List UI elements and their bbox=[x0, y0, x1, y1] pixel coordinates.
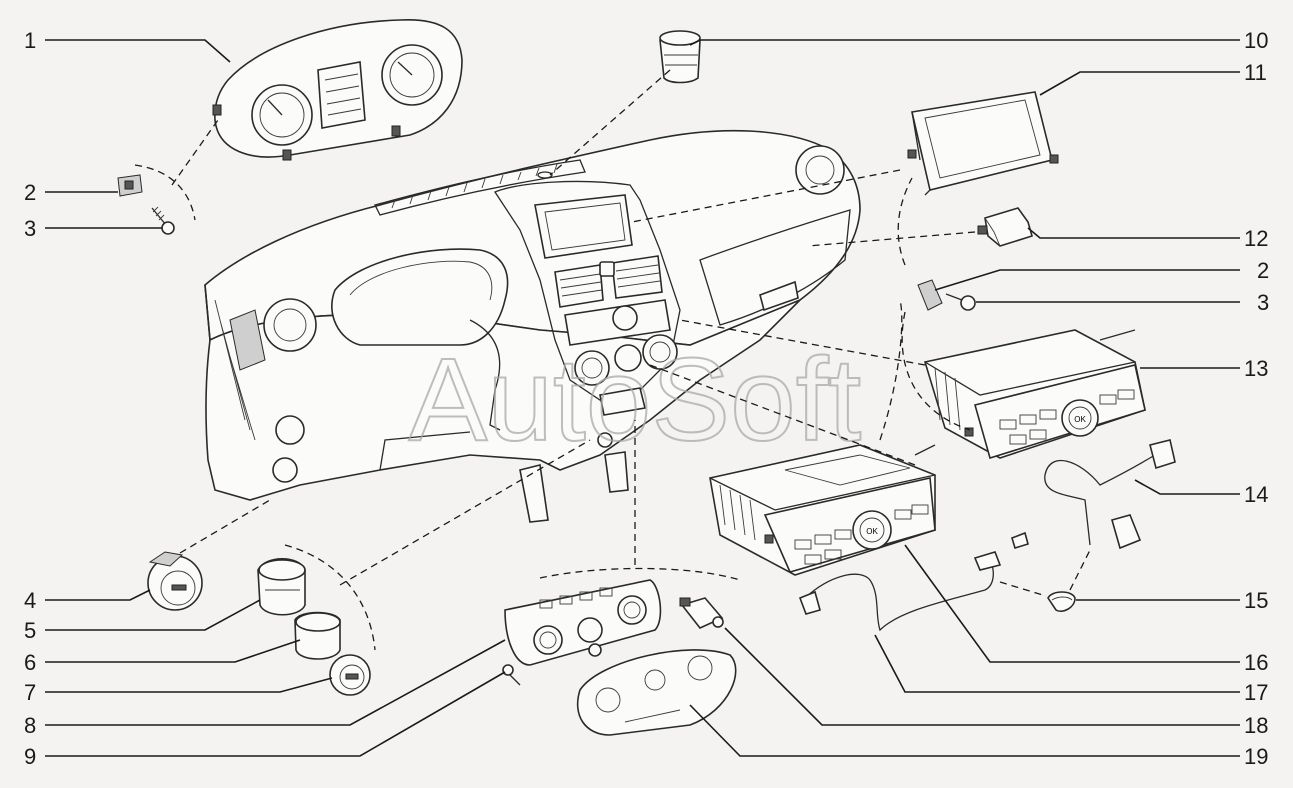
callout-6: 6 bbox=[24, 650, 36, 675]
callout-8: 8 bbox=[24, 713, 36, 738]
light-sensor bbox=[659, 30, 701, 84]
callout-9: 9 bbox=[24, 744, 36, 769]
callout-2-right: 2 bbox=[1257, 258, 1269, 283]
callout-14: 14 bbox=[1244, 482, 1268, 507]
ok-label-lower: OK bbox=[866, 527, 878, 536]
watermark: AutoSoft bbox=[409, 334, 862, 466]
callout-17: 17 bbox=[1244, 680, 1268, 705]
cable-harness bbox=[1044, 439, 1176, 550]
callout-2-left: 2 bbox=[24, 180, 36, 205]
ok-label-upper: OK bbox=[1074, 415, 1086, 424]
lighter-plug bbox=[329, 654, 371, 696]
callout-15: 15 bbox=[1244, 588, 1268, 613]
callout-13: 13 bbox=[1244, 356, 1268, 381]
callout-16: 16 bbox=[1244, 650, 1268, 675]
climate-control-panel bbox=[504, 579, 662, 666]
callout-7: 7 bbox=[24, 680, 36, 705]
callout-4: 4 bbox=[24, 588, 36, 613]
lighter-socket bbox=[294, 611, 341, 660]
callout-12: 12 bbox=[1244, 226, 1268, 251]
callout-numbers: 1 2 3 4 5 6 7 8 9 10 11 12 2 3 13 14 15 … bbox=[24, 28, 1269, 769]
dashboard-panel bbox=[204, 129, 861, 523]
callout-10: 10 bbox=[1244, 28, 1268, 53]
display-screen bbox=[907, 91, 1059, 196]
switch-connector bbox=[977, 207, 1033, 247]
instrument-cluster bbox=[212, 19, 463, 161]
cable-clip bbox=[1047, 591, 1076, 613]
screw-right bbox=[945, 293, 976, 311]
cigarette-lighter-housing bbox=[257, 558, 306, 616]
callout-11: 11 bbox=[1244, 60, 1267, 85]
callout-3-left: 3 bbox=[24, 216, 36, 241]
screw-panel bbox=[502, 664, 521, 686]
round-switch bbox=[147, 551, 203, 611]
radio-unit-lower: OK bbox=[709, 444, 936, 576]
assembly-dashed-lines bbox=[134, 69, 1091, 651]
callout-19: 19 bbox=[1244, 744, 1268, 769]
clip-nut-right bbox=[917, 279, 943, 311]
callout-3-right: 3 bbox=[1257, 290, 1269, 315]
callout-18: 18 bbox=[1244, 713, 1268, 738]
clip-nut-left bbox=[117, 174, 143, 197]
callout-1: 1 bbox=[24, 28, 36, 53]
screw-left bbox=[151, 206, 175, 235]
climate-bezel bbox=[576, 649, 737, 736]
antenna-cable bbox=[798, 531, 1029, 632]
callout-leaders bbox=[45, 39, 1240, 757]
callout-5: 5 bbox=[24, 618, 36, 643]
temperature-sensor bbox=[679, 597, 724, 629]
radio-unit-upper: OK bbox=[923, 329, 1146, 460]
